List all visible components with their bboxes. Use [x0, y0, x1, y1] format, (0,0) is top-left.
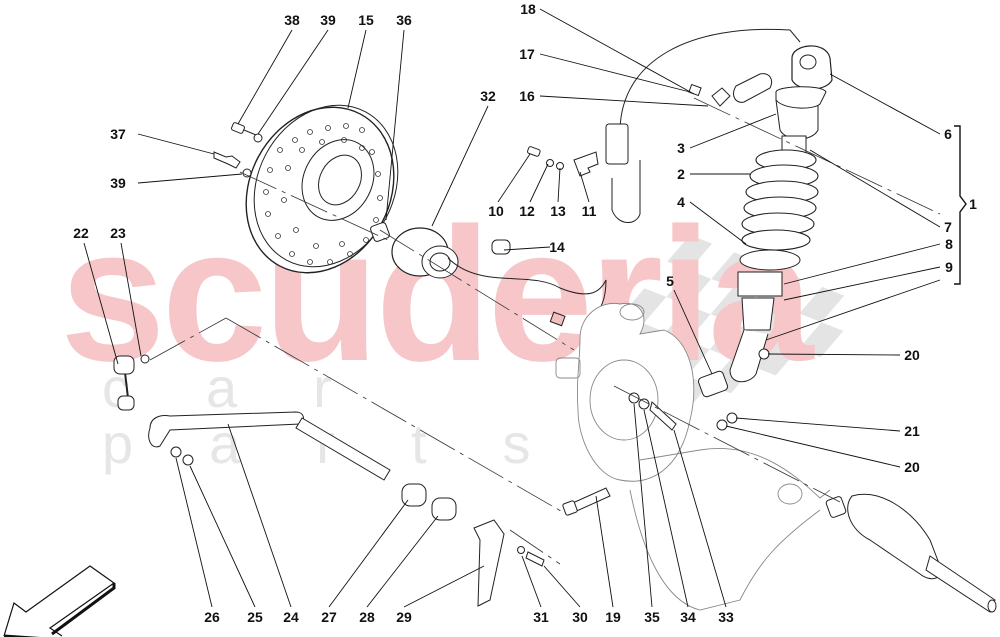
- callout-label-13[interactable]: 13: [550, 203, 566, 219]
- bracket-kit-icon: [527, 146, 599, 177]
- callout-label-24[interactable]: 24: [283, 609, 299, 625]
- callout-label-39[interactable]: 39: [320, 12, 336, 28]
- callout-label-10[interactable]: 10: [488, 203, 504, 219]
- callout-label-26[interactable]: 26: [204, 609, 220, 625]
- callout-label-8[interactable]: 8: [945, 236, 953, 252]
- callout-label-17[interactable]: 17: [519, 46, 535, 62]
- leader-lines: [83, 8, 941, 608]
- drive-shaft-icon: [825, 493, 997, 613]
- callout-label-16[interactable]: 16: [519, 88, 535, 104]
- callout-label-2[interactable]: 2: [677, 166, 685, 182]
- callout-label-33[interactable]: 33: [718, 609, 734, 625]
- callout-label-36[interactable]: 36: [396, 12, 412, 28]
- callout-label-38[interactable]: 38: [284, 12, 300, 28]
- callout-label-34[interactable]: 34: [680, 609, 696, 625]
- callout-label-7[interactable]: 7: [944, 219, 952, 235]
- callout-label-14[interactable]: 14: [549, 239, 565, 255]
- callout-label-29[interactable]: 29: [396, 609, 412, 625]
- shock-absorber-icon: [605, 28, 833, 398]
- callout-label-19[interactable]: 19: [605, 609, 621, 625]
- callout-label-32[interactable]: 32: [480, 88, 496, 104]
- callout-label-20[interactable]: 20: [904, 347, 920, 363]
- callout-label-6[interactable]: 6: [944, 126, 952, 142]
- callout-label-9[interactable]: 9: [945, 259, 953, 275]
- wheel-hub-icon: [370, 222, 607, 327]
- callout-label-35[interactable]: 35: [644, 609, 660, 625]
- callout-label-27[interactable]: 27: [321, 609, 337, 625]
- callout-label-12[interactable]: 12: [519, 203, 535, 219]
- callout-label-37[interactable]: 37: [110, 126, 126, 142]
- group-bracket: [954, 125, 967, 285]
- callout-label-1[interactable]: 1: [969, 196, 977, 212]
- callout-label-18[interactable]: 18: [520, 1, 536, 17]
- callout-label-22[interactable]: 22: [73, 225, 89, 241]
- callout-label-4[interactable]: 4: [677, 194, 685, 210]
- disc-bolt-icon: [213, 122, 263, 178]
- callout-label-30[interactable]: 30: [572, 609, 588, 625]
- callout-label-15[interactable]: 15: [358, 12, 374, 28]
- callout-label-39[interactable]: 39: [110, 175, 126, 191]
- callout-label-28[interactable]: 28: [359, 609, 375, 625]
- assembly-axis-lines: [149, 97, 941, 565]
- orientation-arrow-icon: [3, 565, 116, 637]
- callout-label-3[interactable]: 3: [677, 140, 685, 156]
- brake-disc-icon: [245, 104, 399, 274]
- callout-label-11[interactable]: 11: [581, 203, 597, 219]
- callout-label-25[interactable]: 25: [247, 609, 263, 625]
- callout-label-23[interactable]: 23: [110, 225, 126, 241]
- anti-roll-bar-icon: [113, 354, 545, 607]
- hub-carrier-icon: [555, 302, 831, 611]
- callout-label-21[interactable]: 21: [904, 423, 920, 439]
- callout-label-31[interactable]: 31: [533, 609, 549, 625]
- upright-fasteners-icon: [562, 392, 738, 516]
- callout-label-20[interactable]: 20: [904, 459, 920, 475]
- callout-label-5[interactable]: 5: [666, 273, 674, 289]
